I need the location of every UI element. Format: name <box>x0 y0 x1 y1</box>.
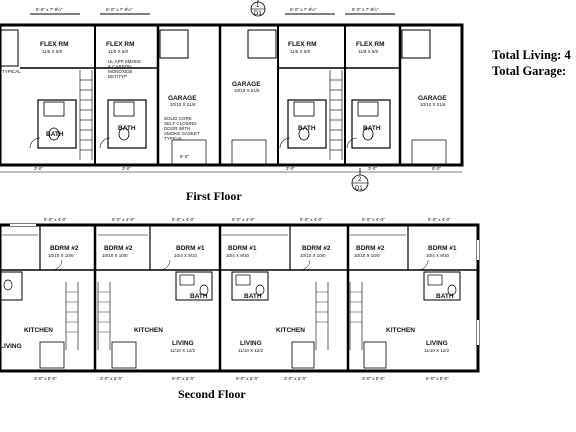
sf-bdrm1-dim-1: 10/4 X 9/10 <box>174 253 198 258</box>
second-floor-caption: Second Floor <box>178 387 246 401</box>
ff-flex-label-4: FLEX RM <box>356 41 385 48</box>
sf-bdrm1-label-3: BDRM #1 <box>428 245 457 252</box>
second-floor-plan <box>0 223 480 373</box>
ff-bath-label-1: BATH <box>46 131 64 138</box>
sf-dim-bottom-4: 3'-0" x 5'-0" <box>284 376 307 381</box>
ff-dim-bottom-1: 3'-0" <box>34 166 43 171</box>
sf-living-label-4: LIVING <box>426 340 448 347</box>
ff-dim-bottom-6: 8'-0" <box>432 166 441 171</box>
sf-living-dim-3: 11/10 X 12/2 <box>238 348 264 353</box>
ff-bath-label-2: BATH <box>118 125 136 132</box>
sf-bdrm2-label-4: BDRM #2 <box>356 245 385 252</box>
ff-dim-bottom-5: 3'-0" <box>368 166 377 171</box>
ff-bath-label-4: BATH <box>363 125 381 132</box>
sf-bdrm2-dim-1: 10/10 X 10/0 <box>48 253 74 258</box>
sf-dim-top-7: 5'-0" x 4'-0" <box>428 217 451 222</box>
ff-smoke-note-2: & CARBON <box>108 64 132 69</box>
sf-living-label-2: LIVING <box>172 340 194 347</box>
sf-dim-top-4: 5'-0" x 4'-0" <box>232 217 255 222</box>
sf-bath-label-1: BATH <box>190 293 208 300</box>
ff-flex-label-3: FLEX RM <box>288 41 317 48</box>
ff-dim-top-4: 5'-0" x 7'-9½" <box>352 6 379 12</box>
second-floor-labels: 5'-0" x 4'-0" 5'-0" x 4'-0" 5'-0" x 4'-0… <box>0 217 457 401</box>
sf-bdrm2-dim-2: 10/10 X 10/0 <box>102 253 128 258</box>
ff-garage-dim-1: 10/10 X 21/6 <box>170 102 196 107</box>
sf-dim-bottom-5: 6'-0" x 5'-0" <box>236 376 259 381</box>
first-floor-outline <box>0 23 464 167</box>
sf-dim-top-6: 5'-0" x 4'-0" <box>362 217 385 222</box>
section-marker-bottom: 2 D1 <box>351 168 369 192</box>
sf-living-label-3: LIVING <box>240 340 262 347</box>
sf-dim-bottom-6: 3'-0" x 5'-0" <box>362 376 385 381</box>
sf-dim-bottom-1: 3'-0" x 5'-0" <box>34 376 57 381</box>
sf-bdrm2-label-3: BDRM #2 <box>302 245 331 252</box>
ff-dim-top-2: 5'-0" x 7'-9½" <box>106 6 133 12</box>
ff-door-note-4: SMOKE GASKET <box>164 131 200 136</box>
first-floor-labels: 5'-0" x 7'-9½" 5'-0" x 7'-9½" 5'-0" x 7'… <box>2 0 447 203</box>
sf-dim-bottom-2: 6'-0" x 5'-0" <box>172 376 195 381</box>
sf-bdrm1-dim-2: 10/4 X 9/10 <box>226 253 250 258</box>
section-top-number: 1 <box>256 3 260 9</box>
sf-bdrm2-dim-3: 10/10 X 10/0 <box>300 253 326 258</box>
sf-bdrm1-label-1: BDRM #1 <box>176 245 205 252</box>
first-floor-caption: First Floor <box>186 189 242 203</box>
ff-flex-label-1: FLEX RM <box>40 41 69 48</box>
ff-flex-dim-2: 11/8 X 5/0 <box>108 49 129 54</box>
sf-dim-top-5: 5'-0" x 4'-0" <box>300 217 323 222</box>
ff-dim-top-1: 5'-0" x 7'-9½" <box>36 6 63 12</box>
ff-flex-label-2: FLEX RM <box>106 41 135 48</box>
sf-bdrm2-label-1: BDRM #2 <box>50 245 79 252</box>
ff-smoke-note-1: UL APP SMOKE <box>108 59 141 64</box>
section-top-sheet: D1 <box>254 11 262 17</box>
ff-door-note-3: DOOR WITH <box>164 126 190 131</box>
ff-smoke-note-3: MONOXIDE <box>108 69 133 74</box>
sf-bdrm2-dim-4: 10/10 X 10/0 <box>354 253 380 258</box>
section-bottom-sheet: D1 <box>355 186 363 192</box>
sf-kitchen-label-4: KITCHEN <box>386 327 415 334</box>
ff-flex-dim-4: 11/8 X 5/0 <box>358 49 379 54</box>
sf-living-dim-4: 11/10 X 12/2 <box>424 348 450 353</box>
sf-dim-bottom-3: 3'-0" x 5'-0" <box>100 376 123 381</box>
section-bottom-number: 2 <box>358 177 362 183</box>
ff-door-note-1: SOLID CORE <box>164 116 192 121</box>
ff-dim-bottom-2: 3'-0" <box>122 166 131 171</box>
ff-door-note-5: TYPICAL <box>164 136 183 141</box>
section-marker-top: 1 D1 <box>250 0 266 17</box>
sf-bath-label-3: BATH <box>436 293 454 300</box>
totals-block: Total Living: 4 Total Garage: <box>492 48 571 78</box>
ff-garage-dim-2: 10/10 X 21/6 <box>234 88 260 93</box>
sf-dim-top-2: 5'-0" x 4'-0" <box>112 217 135 222</box>
sf-bdrm2-label-2: BDRM #2 <box>104 245 133 252</box>
sf-kitchen-label-3: KITCHEN <box>276 327 305 334</box>
sf-dim-top-3: 5'-0" x 4'-0" <box>172 217 195 222</box>
ff-door-note-2: SELF CLOSING <box>164 121 197 126</box>
sf-bdrm1-label-2: BDRM #1 <box>228 245 257 252</box>
ff-typical-note: TYPICAL <box>2 69 21 74</box>
first-floor-plan <box>0 13 464 173</box>
ff-bath-label-3: BATH <box>298 125 316 132</box>
sf-bath-label-2: BATH <box>244 293 262 300</box>
ff-flex-dim-1: 11/8 X 5/0 <box>42 49 63 54</box>
ff-dim-top-3: 5'-0" x 7'-9½" <box>290 6 317 12</box>
sf-kitchen-label-2: KITCHEN <box>134 327 163 334</box>
total-garage-label: Total Garage: <box>492 64 566 78</box>
ff-garage-dim-3: 10/10 X 21/6 <box>420 102 446 107</box>
ff-smoke-note-4: DET/TYP <box>108 74 127 79</box>
ff-dim-bottom-4: 3'-0" <box>286 166 295 171</box>
ff-flex-dim-3: 11/8 X 5/0 <box>290 49 311 54</box>
ff-garage-label-2: GARAGE <box>232 81 261 88</box>
sf-dim-top-1: 5'-0" x 4'-0" <box>44 217 67 222</box>
sf-living-label-1: LIVING <box>0 343 22 350</box>
second-floor-outline <box>0 223 480 373</box>
sf-living-dim-2: 11/10 X 12/2 <box>170 348 196 353</box>
total-living-label: Total Living: 4 <box>492 48 571 62</box>
sf-dim-bottom-7: 6'-0" x 5'-0" <box>426 376 449 381</box>
ff-dim-bottom-3: 8'-0" <box>180 154 189 159</box>
ff-garage-label-3: GARAGE <box>418 95 447 102</box>
sf-bdrm1-dim-3: 10/4 X 9/10 <box>426 253 450 258</box>
ff-garage-label-1: GARAGE <box>168 95 197 102</box>
sf-kitchen-label-1: KITCHEN <box>24 327 53 334</box>
